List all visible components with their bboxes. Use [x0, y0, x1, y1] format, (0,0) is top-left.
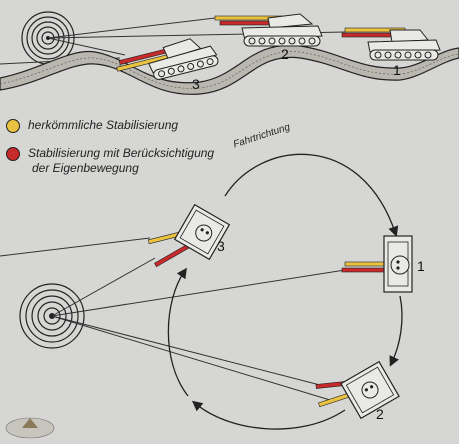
- bottom-sight-lines: [0, 237, 346, 401]
- top-tank-2: [214, 13, 323, 47]
- watermark-logo: [5, 417, 55, 439]
- bottom-tank-3: [147, 203, 231, 268]
- top-tank-1-number: 1: [393, 62, 401, 78]
- legend-own-motion: Stabilisierung mit Berücksichtigung der …: [6, 146, 214, 176]
- top-tank-1: [341, 27, 441, 61]
- legend-conventional-label: herkömmliche Stabilisierung: [28, 118, 179, 132]
- yellow-dot-icon: [6, 118, 20, 133]
- travel-path: [167, 153, 403, 430]
- top-tank-2-number: 2: [281, 46, 289, 62]
- bottom-tank-3-number: 3: [217, 238, 225, 254]
- bottom-target: [19, 283, 85, 349]
- legend-own-motion-label-2: der Eigenbewegung: [32, 161, 139, 175]
- bottom-tank-1: [341, 235, 413, 293]
- bottom-tank-2: [315, 360, 400, 420]
- bottom-tank-2-number: 2: [376, 406, 384, 422]
- top-tank-3: [116, 38, 219, 80]
- legend-conventional: herkömmliche Stabilisierung: [6, 118, 178, 133]
- bottom-tank-1-number: 1: [417, 258, 425, 274]
- top-tank-3-number: 3: [192, 76, 200, 92]
- legend-own-motion-label-1: Stabilisierung mit Berücksichtigung: [28, 146, 215, 160]
- red-dot-icon: [6, 146, 20, 161]
